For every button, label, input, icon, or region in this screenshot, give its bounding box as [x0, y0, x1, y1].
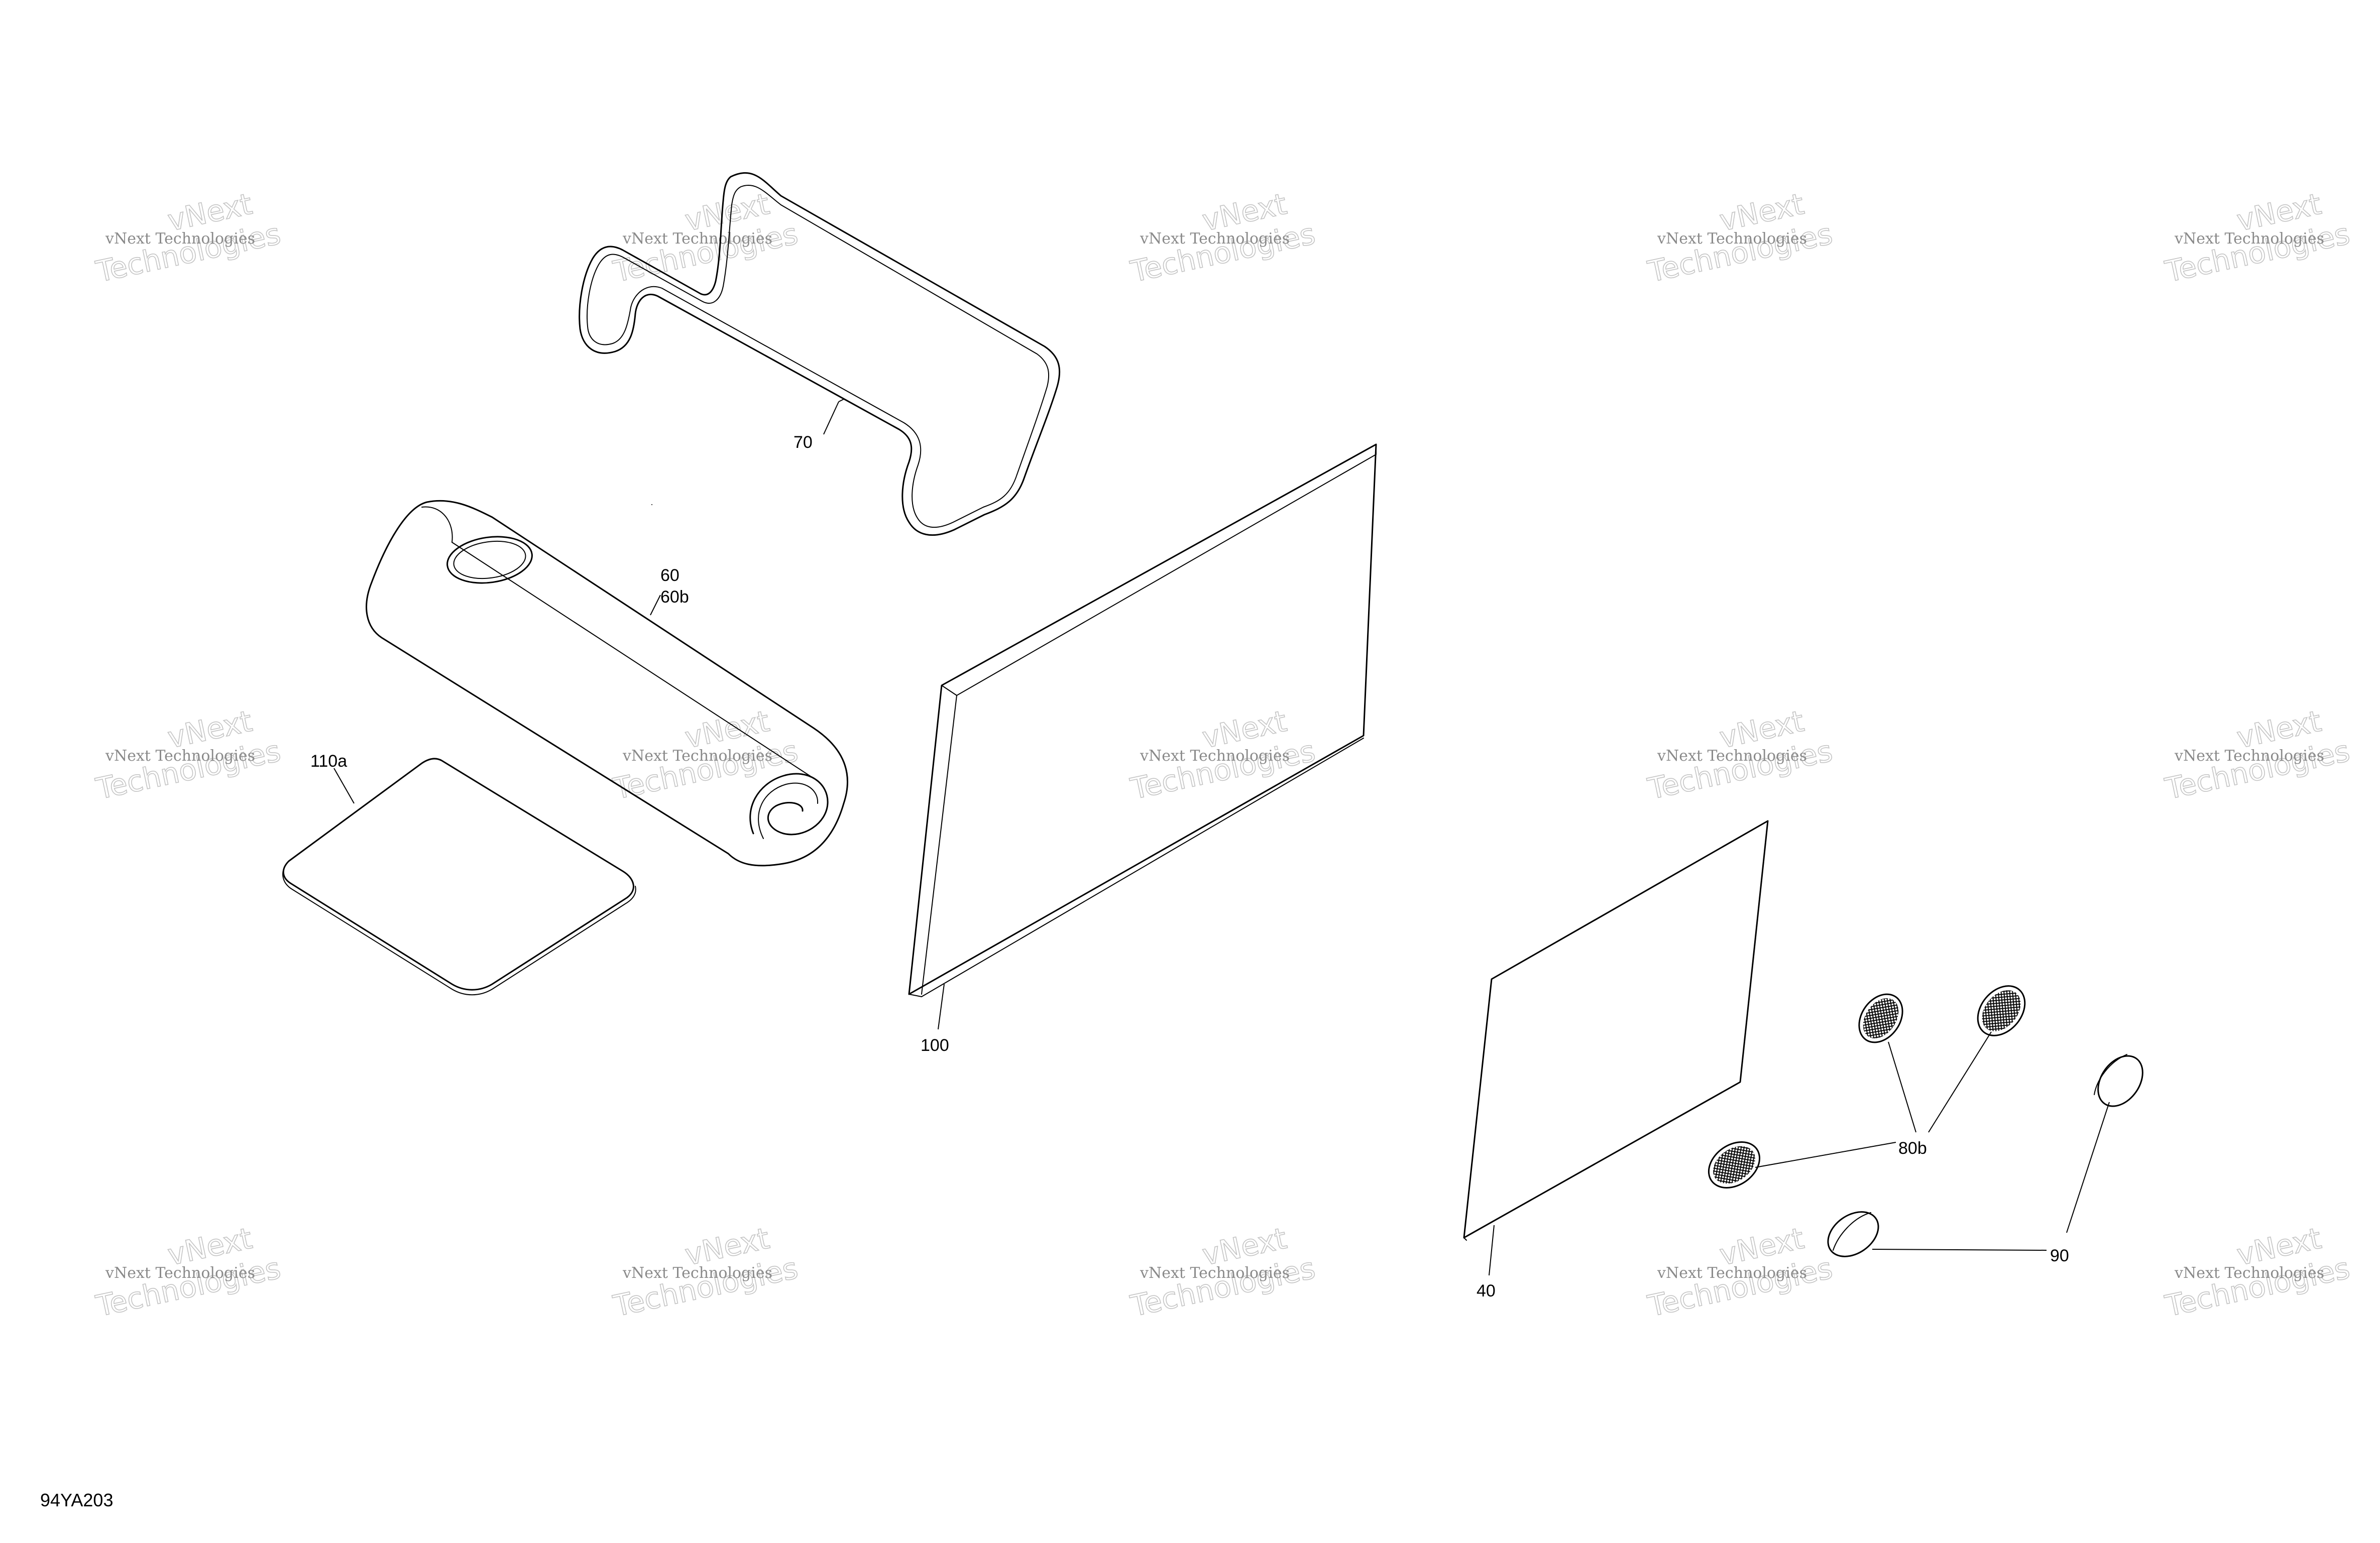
watermark-text-small: vNext Technologies: [1140, 747, 1290, 765]
part-80b-buttons: [1708, 985, 2026, 1189]
part-40-sheet: [1463, 820, 1769, 1241]
watermark-text-small: vNext Technologies: [1657, 747, 1807, 765]
button-80b-1: [1858, 993, 1903, 1043]
leader-90-b: [1872, 1249, 2047, 1251]
part-60-rolled-mat: [366, 500, 848, 867]
leader-90-a: [2066, 1102, 2110, 1233]
callout-60b: 60b: [660, 587, 689, 607]
callout-60: 60: [660, 566, 679, 585]
button-80b-2: [1977, 985, 2026, 1036]
leader-60: [650, 595, 661, 616]
cap-90-2: [1827, 1211, 1879, 1257]
callout-110a: 110a: [310, 752, 347, 771]
watermark-text-small: vNext Technologies: [105, 230, 255, 248]
callout-100: 100: [921, 1036, 949, 1055]
watermark-text-small: vNext Technologies: [622, 1264, 772, 1282]
part-100-panel: [908, 443, 1377, 997]
watermark-text-small: vNext Technologies: [622, 230, 772, 248]
leader-80b-c: [1755, 1142, 1896, 1168]
callout-70: 70: [794, 433, 813, 452]
button-80b-3: [1708, 1141, 1761, 1189]
leader-80b-b: [1928, 1031, 1992, 1133]
callout-90: 90: [2050, 1246, 2069, 1265]
watermark-text-small: vNext Technologies: [1140, 230, 1290, 248]
watermark-text-small: vNext Technologies: [1140, 1264, 1290, 1282]
leader-110a: [333, 768, 355, 804]
watermark-text-small: vNext Technologies: [105, 1264, 255, 1282]
watermark-text-small: vNext Technologies: [2174, 747, 2324, 765]
watermark-text-small: vNext Technologies: [622, 747, 772, 765]
leader-100: [938, 984, 945, 1030]
watermark-text-small: vNext Technologies: [2174, 230, 2324, 248]
part-90-caps: [1827, 1054, 2143, 1257]
watermark-text-small: vNext Technologies: [2174, 1264, 2324, 1282]
leader-70: [823, 401, 839, 435]
part-110a-pad: [282, 758, 636, 996]
leader-80b-a: [1888, 1041, 1916, 1133]
watermark-text-small: vNext Technologies: [1657, 1264, 1807, 1282]
callout-40: 40: [1477, 1281, 1496, 1300]
watermark-text-small: vNext Technologies: [105, 747, 255, 765]
cap-90-1: [2094, 1054, 2143, 1107]
watermark-text-small: vNext Technologies: [1657, 230, 1807, 248]
part-70-wire-frame: [579, 172, 1061, 536]
leader-40: [1489, 1225, 1495, 1276]
drawing-id: 94YA203: [40, 1490, 113, 1510]
callout-80b: 80b: [1898, 1139, 1927, 1158]
